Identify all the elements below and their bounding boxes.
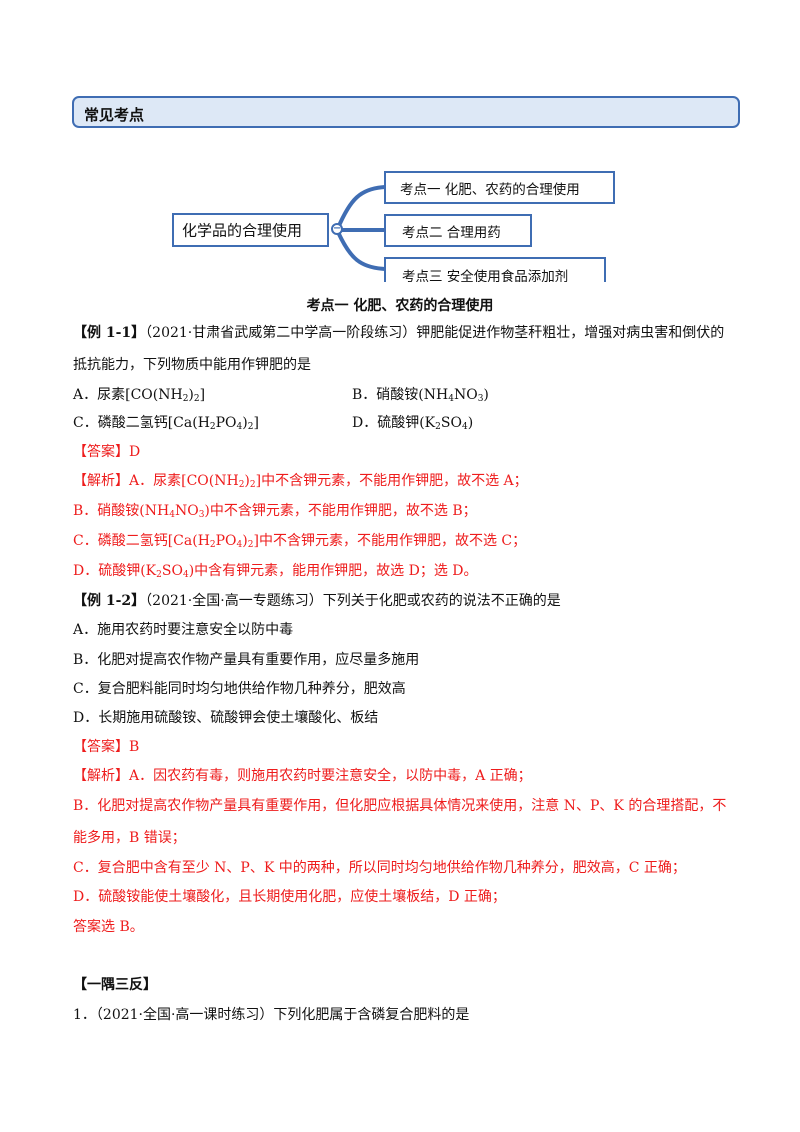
text-segment: A．尿素[CO(NH [73,387,183,403]
question-text: （2021·全国·高一专题练习）下列关于化肥或农药的说法不正确的是 [145,593,561,609]
example-tag: 【例 1-1】 [73,325,146,341]
text-segment: ) [242,415,248,431]
text-segment: C．磷酸二氢钙[Ca(H [73,415,210,431]
option-c: C．磷酸二氢钙[Ca(H2PO4)2] [73,414,259,432]
text-segment: ) [483,387,489,403]
subscript: 2 [435,422,441,432]
subscript: 4 [448,394,454,404]
example1-analysis-line: B．硝酸铵(NH4NO3)中不含钾元素，不能用作钾肥，故不选 B； [73,502,477,520]
practice-question-1: 1．（2021·全国·高一课时练习）下列化肥属于含磷复合肥料的是 [73,1007,470,1023]
text-segment: NO [453,387,478,403]
option-d: D．硫酸钾(K2SO4) [352,414,473,432]
text-segment: ]中不含钾元素，不能用作钾肥，故不选 A； [255,473,528,489]
text-segment: )中不含钾元素，不能用作钾肥，故不选 B； [204,503,477,519]
collapse-symbol: − [333,223,342,234]
section-header: 常见考点 [72,96,740,128]
example-tag: 【例 1-2】 [73,593,146,609]
subscript: 2 [193,394,200,404]
example1-question-line2: 抵抗能力，下列物质中能用作钾肥的是 [73,357,311,373]
text-segment: )中含有钾元素，能用作钾肥，故选 D；选 D。 [188,563,478,579]
text-segment: PO [215,533,237,549]
subscript: 3 [198,510,205,520]
text-segment: NO [174,503,199,519]
subscript: 2 [238,480,245,490]
text-segment: PO [215,415,237,431]
subscript: 4 [169,510,175,520]
example2-analysis-line: 能多用，B 错误； [73,830,186,846]
example2-analysis-line: D．硫酸铵能使土壤酸化，且长期使用化肥，应使土壤板结，D 正确； [73,889,506,905]
subscript: 2 [209,540,216,550]
mindmap-branch-1: 考点一 化肥、农药的合理使用 [384,171,615,204]
subscript: 4 [236,422,243,432]
practice-heading: 【一隅三反】 [73,977,157,993]
text-segment: ) [188,387,194,403]
example2-analysis-line: 答案选 B。 [73,919,144,935]
example1-answer: 【答案】D [73,444,141,460]
text-segment: SO [440,415,462,431]
text-segment: D．硫酸钾(K [352,415,436,431]
example1-analysis-line: 【解析】A．尿素[CO(NH2)2]中不含钾元素，不能用作钾肥，故不选 A； [73,472,528,490]
text-segment: B．硝酸铵(NH [352,387,449,403]
option-d: D．长期施用硫酸铵、硫酸钾会使土壤酸化、板结 [73,710,379,726]
example1-analysis-line: C．磷酸二氢钙[Ca(H2PO4)2]中不含钾元素，不能用作钾肥，故不选 C； [73,532,526,550]
subscript: 2 [156,570,162,580]
subscript: 4 [461,422,468,432]
mindmap-branch-3: 考点三 安全使用食品添加剂 [384,257,606,285]
text-segment: C．磷酸二氢钙[Ca(H [73,533,210,549]
example2-question: 【例 1-2】（2021·全国·高一专题练习）下列关于化肥或农药的说法不正确的是 [73,592,561,610]
collapse-toggle-icon[interactable]: − [331,223,343,235]
mindmap-root: 化学品的合理使用 [172,213,329,247]
text-segment: D．硫酸钾(K [73,563,157,579]
subscript: 4 [236,540,243,550]
example1-analysis-line: D．硫酸钾(K2SO4)中含有钾元素，能用作钾肥，故选 D；选 D。 [73,562,478,580]
text-segment: ) [467,415,474,431]
connector-branch-3 [336,231,387,271]
mindmap-root-label: 化学品的合理使用 [182,221,303,240]
subscript: 2 [182,394,189,404]
connector-branch-1 [336,185,387,229]
text-segment: B．硝酸铵(NH [73,503,170,519]
subscript: 2 [209,422,216,432]
mindmap-connectors [336,185,387,271]
option-b: B．硝酸铵(NH4NO3) [352,386,489,404]
branch-label: 考点三 安全使用食品添加剂 [402,268,569,285]
subtitle: 考点一 化肥、农药的合理使用 [306,298,494,314]
example2-analysis-line: C．复合肥中含有至少 N、P、K 中的两种，所以同时均匀地供给作物几种养分，肥效… [73,860,686,876]
example1-question-line1: 【例 1-1】（2021·甘肃省武威第二中学高一阶段练习）钾肥能促进作物茎秆粗壮… [73,324,724,342]
section-header-title: 常见考点 [84,106,145,124]
subscript: 3 [477,394,484,404]
text-segment: SO [161,563,183,579]
branch-label: 考点一 化肥、农药的合理使用 [400,181,580,198]
example2-analysis-line: 【解析】A．因农药有毒，则施用农药时要注意安全，以防中毒，A 正确； [73,768,532,784]
text-segment: ]中不含钾元素，不能用作钾肥，故不选 C； [253,533,527,549]
mindmap-branch-2: 考点二 合理用药 [384,214,532,247]
subscript: 2 [247,422,254,432]
option-c: C．复合肥料能同时均匀地供给作物几种养分，肥效高 [73,681,406,697]
question-text: （2021·甘肃省武威第二中学高一阶段练习）钾肥能促进作物茎秆粗壮，增强对病虫害… [145,325,725,341]
subscript: 2 [249,480,256,490]
subscript: 4 [182,570,189,580]
option-a: A．尿素[CO(NH2)2] [73,386,205,404]
subscript: 2 [247,540,254,550]
example2-answer: 【答案】B [73,739,140,755]
example2-analysis-line: B．化肥对提高农作物产量具有重要作用，但化肥应根据具体情况来使用，注意 N、P、… [73,798,727,814]
text-segment: ] [253,415,259,431]
text-segment: ) [244,473,250,489]
option-b: B．化肥对提高农作物产量具有重要作用，应尽量多施用 [73,652,420,668]
option-a: A．施用农药时要注意安全以防中毒 [73,622,294,638]
branch-label: 考点二 合理用药 [402,224,501,241]
text-segment: 【解析】A．尿素[CO(NH [73,473,239,489]
text-segment: ] [199,387,206,403]
text-segment: ) [242,533,248,549]
